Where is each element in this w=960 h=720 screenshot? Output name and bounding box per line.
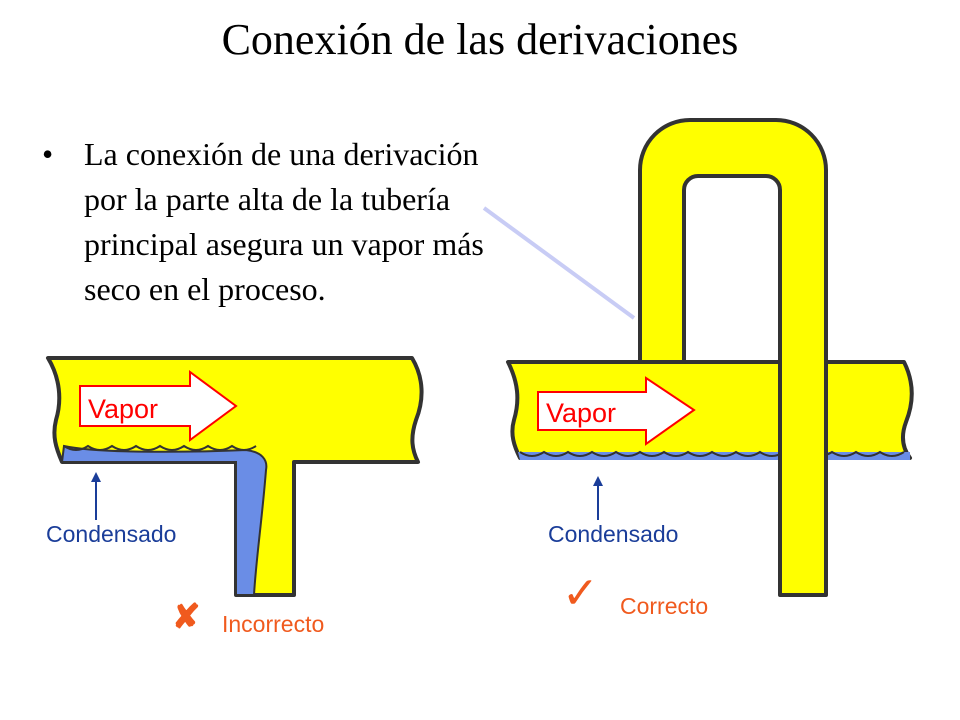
- left-condensate-arrowhead-icon: [91, 472, 101, 482]
- bullet-text: La conexión de una derivación por la par…: [84, 136, 484, 307]
- callout-pointer-line: [482, 206, 636, 320]
- right-condensate-arrowhead-icon: [593, 476, 603, 486]
- left-flow-label: Vapor: [88, 394, 158, 424]
- left-verdict-label: Incorrecto: [222, 611, 324, 637]
- cross-mark-icon: ✘: [172, 598, 201, 636]
- left-condensate-label: Condensado: [46, 521, 176, 547]
- bullet-marker: •: [42, 136, 54, 172]
- left-condensate-waves: [63, 444, 257, 451]
- right-flow-arrow: [537, 376, 696, 446]
- left-condensate-layer: [60, 444, 268, 596]
- right-verdict-label: Correcto: [620, 593, 708, 619]
- left-diagram-incorrect: Vapor Condensado ✘ Incorrecto: [46, 356, 424, 637]
- left-flow-arrow: [79, 370, 238, 442]
- right-branch-pipe: [638, 118, 828, 597]
- page-title: Conexión de las derivaciones: [221, 15, 739, 64]
- right-condensate-waves: [519, 450, 905, 457]
- right-diagram-correct: Vapor Condensado ✓ Correcto: [506, 118, 914, 619]
- check-mark-icon: ✓: [562, 569, 599, 618]
- right-condensate-label: Condensado: [548, 521, 678, 547]
- right-flow-label: Vapor: [546, 398, 616, 428]
- bullet-point: • La conexión de una derivación por la p…: [42, 132, 492, 312]
